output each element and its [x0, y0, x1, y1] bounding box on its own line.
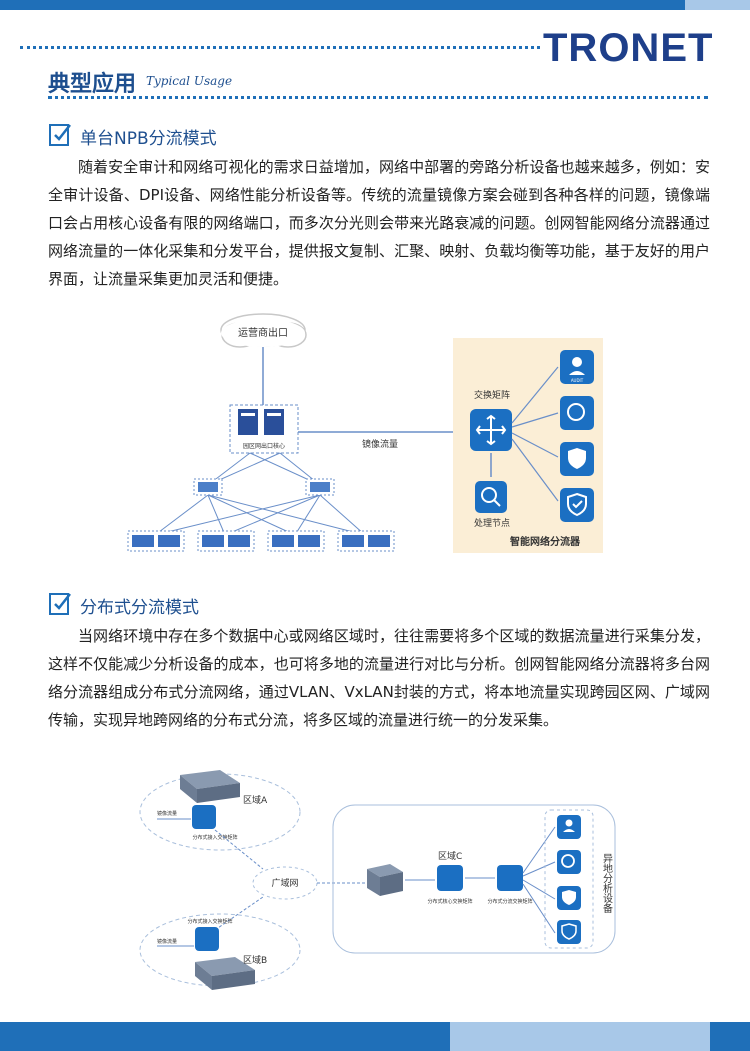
top-bar-blue	[0, 0, 685, 10]
zone-c-label: 区域C	[438, 850, 462, 862]
zone-b-label: 区域B	[243, 954, 267, 966]
core-label: 园区网出口核心	[243, 442, 285, 450]
core-c-label: 分布式核心交换矩阵	[427, 898, 472, 905]
processing-node-icon	[475, 481, 507, 513]
page-title: 典型应用	[48, 72, 137, 97]
server-icon	[238, 409, 284, 435]
matrix-label: 交换矩阵	[474, 389, 510, 401]
top-bar-light	[685, 0, 750, 10]
section2-title: 分布式分流模式	[80, 598, 199, 618]
zone-c-box	[332, 804, 616, 954]
shield-device-icon	[560, 442, 594, 476]
mirror-b-label: 镜像流量	[157, 938, 177, 945]
check-device-icon	[560, 488, 594, 522]
access-matrix-b-icon	[195, 927, 219, 951]
zone-a-label: 区域A	[243, 794, 268, 806]
remote-analysis-label: 异地分析设备	[601, 853, 613, 914]
node-label: 处理节点	[474, 517, 510, 529]
access-matrix-a-icon	[192, 805, 216, 829]
section1-title: 单台NPB分流模式	[80, 129, 217, 149]
server-rack-icon	[367, 864, 403, 896]
bottom-bar-blue-end	[710, 1022, 750, 1051]
cloud-label: 运营商出口	[238, 326, 288, 339]
bottom-bar-light	[450, 1022, 710, 1051]
top-bar	[0, 0, 750, 12]
section2-paragraph: 当网络环境中存在多个数据中心或网络区域时，往往需要将多个区域的数据流量进行采集分…	[48, 627, 710, 729]
mirror-label: 镜像流量	[362, 438, 398, 450]
audit-device-icon: AUDIT	[560, 350, 594, 384]
checklist-icon	[49, 593, 71, 615]
header-dotted-line	[20, 46, 540, 49]
search-device-icon	[560, 396, 594, 430]
access-b-label: 分布式接入交换矩阵	[187, 918, 232, 925]
audit-label: AUDIT	[571, 378, 584, 383]
access-switches-icon	[127, 530, 395, 552]
wan-label: 广域网	[271, 877, 298, 889]
cloud-icon	[220, 313, 307, 348]
distributed-npb-diagram: 区域A 镜像流量 分布式接入交换矩阵 广域网 分布式接入交换矩阵 镜像流量 区域…	[139, 770, 616, 990]
brand-logo: TRONET	[543, 26, 714, 70]
title-dotted-line	[48, 96, 708, 99]
mirror-a-label: 镜像流量	[157, 810, 177, 817]
shield-device-icon	[557, 886, 581, 910]
search-device-icon	[557, 850, 581, 874]
panel-label: 智能网络分流器	[510, 535, 581, 548]
checklist-icon	[49, 124, 71, 146]
access-a-label: 分布式接入交换矩阵	[192, 834, 237, 841]
section1-paragraph: 随着安全审计和网络可视化的需求日益增加，网络中部署的旁路分析设备也越来越多，例如…	[48, 158, 710, 288]
page-subtitle: Typical Usage	[146, 74, 233, 88]
bottom-bar-blue	[0, 1022, 450, 1051]
audit-device-icon	[557, 815, 581, 839]
building-icon	[195, 957, 255, 990]
core-matrix-icon	[437, 865, 463, 891]
split-c-label: 分布式分流交换矩阵	[487, 898, 532, 905]
split-matrix-icon	[497, 865, 523, 891]
check-device-icon	[557, 920, 581, 944]
single-npb-diagram: 运营商出口 园区网出口核心 镜像流量	[127, 313, 603, 553]
bottom-bar	[0, 1022, 750, 1051]
building-icon	[180, 770, 240, 803]
remote-analysis-box	[544, 809, 594, 949]
